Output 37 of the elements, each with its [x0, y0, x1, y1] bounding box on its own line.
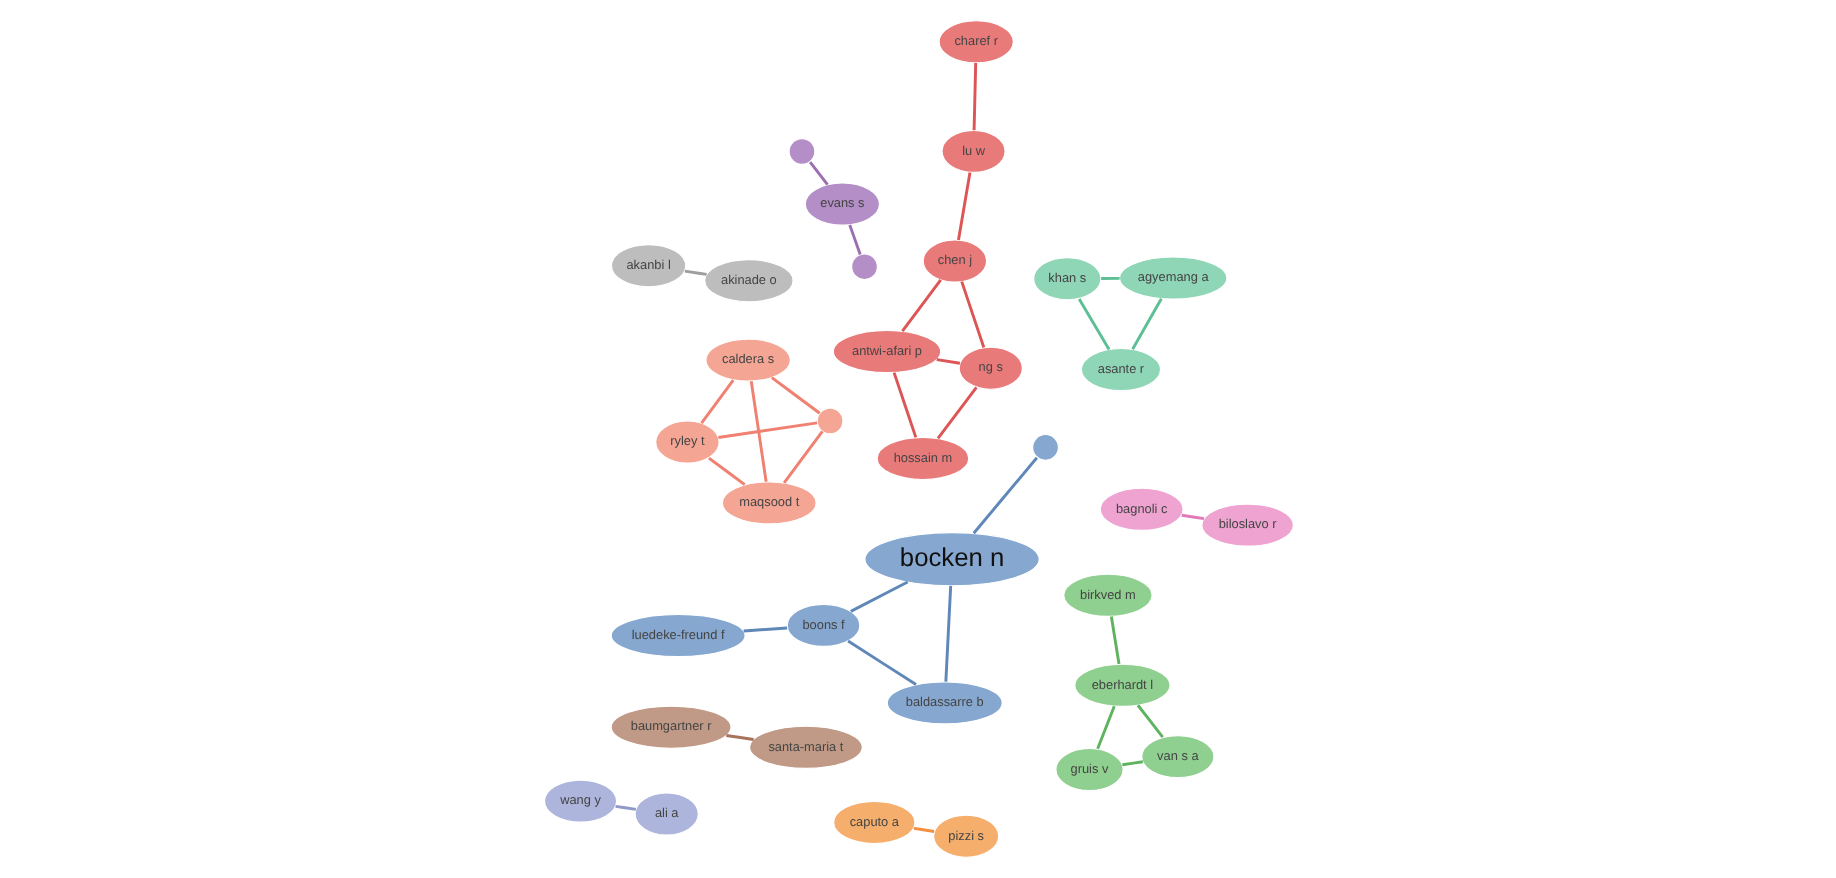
connector [900, 279, 941, 332]
connector [742, 626, 787, 633]
connector [846, 639, 916, 686]
connector [781, 430, 823, 484]
connector [1100, 276, 1119, 280]
connector [912, 826, 934, 833]
connector [614, 804, 636, 811]
connector [943, 585, 952, 682]
node-ellipse: bocken n [863, 531, 1039, 587]
connector [1076, 298, 1110, 351]
connector [1135, 704, 1163, 739]
connector [717, 421, 817, 439]
node-circle [787, 138, 815, 165]
connector [1108, 616, 1120, 665]
connector [1180, 513, 1204, 521]
node-circle [850, 253, 877, 281]
connector [1130, 298, 1162, 350]
connector [1095, 705, 1115, 750]
connector [683, 269, 706, 276]
connector [748, 381, 767, 483]
connector [971, 456, 1037, 535]
connector [699, 379, 734, 424]
connector [971, 62, 977, 131]
connector [725, 734, 753, 741]
connector [956, 172, 971, 241]
connector [891, 372, 917, 438]
connector [959, 281, 985, 348]
connector [769, 376, 820, 415]
connector [849, 580, 908, 613]
connector [1121, 760, 1143, 767]
connector [847, 224, 861, 255]
node-circle [1031, 433, 1058, 461]
node-circle [815, 407, 843, 435]
connector [935, 358, 960, 365]
connector [707, 456, 745, 486]
connector [935, 386, 977, 440]
connector [808, 161, 828, 186]
